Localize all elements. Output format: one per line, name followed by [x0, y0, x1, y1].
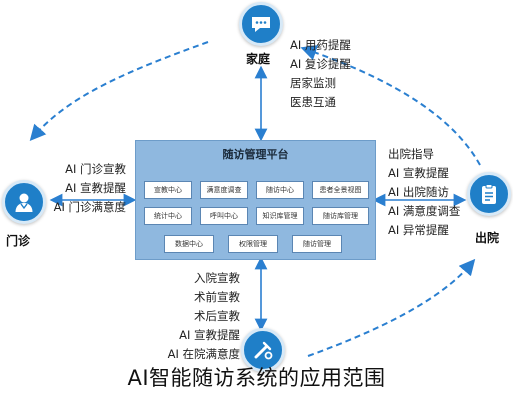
inpatient-item: 术后宣教 — [194, 309, 240, 323]
outpatient-item: AI 门诊宣教 — [65, 162, 126, 176]
dashed-arrow-home-to-outpatient — [29, 41, 209, 142]
inpatient-item: 入院宣教 — [194, 271, 240, 285]
module-box: 宣教中心 — [144, 181, 192, 199]
inpatient-items: 入院宣教 术前宣教 术后宣教 AI 宣教提醒 AI 在院满意度 — [160, 269, 240, 364]
home-item: 居家监测 — [290, 76, 336, 90]
home-label: 家庭 — [246, 52, 271, 66]
outpatient-item: AI 门诊满意度 — [53, 200, 126, 214]
home-item: 医患互通 — [290, 95, 336, 109]
discharge-item: AI 满意度调查 — [388, 204, 461, 218]
home-item: AI 复诊提醒 — [290, 57, 351, 71]
figure-caption: AI智能随访系统的应用范围 — [127, 366, 386, 390]
module-box: 随访中心 — [256, 181, 304, 199]
module-box: 满意度调查 — [200, 181, 248, 199]
module-box: 随访管理 — [292, 235, 342, 253]
module-box: 数据中心 — [164, 235, 214, 253]
outpatient-item: AI 宣教提醒 — [65, 181, 126, 195]
chat-bubble-icon — [252, 17, 270, 32]
home-item: AI 用药提醒 — [290, 38, 351, 52]
outpatient-label: 门诊 — [6, 234, 31, 248]
discharge-item: 出院指导 — [388, 147, 434, 161]
discharge-item: AI 宣教提醒 — [388, 166, 449, 180]
home-items: AI 用药提醒 AI 复诊提醒 居家监测 医患互通 — [290, 36, 351, 112]
discharge-label: 出院 — [475, 231, 500, 245]
discharge-item: AI 出院随访 — [388, 185, 449, 199]
module-box: 权限管理 — [228, 235, 278, 253]
outpatient-node — [2, 180, 46, 224]
outpatient-items: AI 门诊宣教 AI 宣教提醒 AI 门诊满意度 — [38, 160, 126, 217]
inpatient-item: AI 在院满意度 — [167, 347, 240, 361]
inpatient-item: AI 宣教提醒 — [179, 328, 240, 342]
dashed-arrow-inpatient-to-discharge — [307, 258, 476, 357]
medical-tools-icon — [254, 341, 273, 360]
discharge-items: 出院指导 AI 宣教提醒 AI 出院随访 AI 满意度调查 AI 异常提醒 — [388, 145, 460, 240]
module-box: 统计中心 — [144, 207, 192, 225]
module-box: 呼叫中心 — [200, 207, 248, 225]
module-box: 随访库管理 — [312, 207, 369, 225]
doctor-icon — [15, 193, 33, 212]
inpatient-item: 术前宣教 — [194, 290, 240, 304]
discharge-item: AI 异常提醒 — [388, 223, 449, 237]
module-box: 患者全景视图 — [312, 181, 369, 199]
home-node — [239, 2, 283, 46]
discharge-node — [467, 172, 511, 216]
clipboard-icon — [482, 184, 496, 204]
inpatient-node — [241, 328, 285, 372]
module-box: 知识库管理 — [256, 207, 304, 225]
follow-up-platform: 随访管理平台 宣教中心 满意度调查 随访中心 患者全景视图 统计中心 呼叫中心 … — [135, 140, 376, 260]
platform-title: 随访管理平台 — [222, 148, 289, 161]
